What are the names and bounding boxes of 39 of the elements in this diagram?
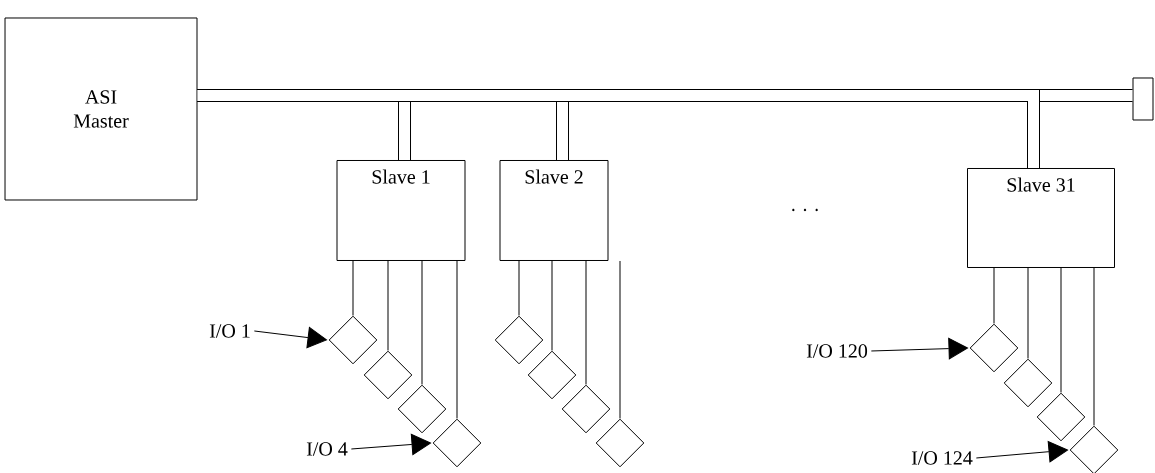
bus-stub [197, 89, 1040, 168]
io-diamond [969, 323, 1019, 373]
io-diamond [328, 315, 378, 365]
io-diamond [397, 384, 447, 434]
drop-line [518, 260, 520, 316]
drop-line [1093, 267, 1095, 426]
master-box: ASI Master [4, 17, 198, 201]
io-label: I/O 4 [306, 442, 348, 456]
drop-line [352, 260, 354, 316]
io-diamond [595, 418, 645, 468]
arrow [253, 326, 327, 349]
io-diamond [1003, 358, 1053, 408]
io-diamond [527, 350, 577, 400]
bus-terminator [1132, 77, 1154, 121]
drop-line [1027, 267, 1029, 359]
io-diamond [1069, 425, 1119, 473]
io-diamond [432, 418, 482, 468]
io-label: I/O 1 [209, 324, 250, 338]
io-diamond [561, 384, 611, 434]
ellipsis: . . . [792, 208, 818, 212]
drop-line [387, 260, 389, 351]
io-label: I/O 124 [911, 451, 973, 465]
drop-line [551, 260, 553, 351]
arrow [870, 337, 968, 360]
drop-line [585, 260, 587, 385]
io-diamond [363, 350, 413, 400]
drop-line [1060, 267, 1062, 393]
drop-line [993, 267, 995, 324]
arrow [975, 440, 1068, 463]
io-diamond [494, 315, 544, 365]
io-diamond [1036, 392, 1086, 442]
slave-box: Slave 31 [967, 168, 1115, 268]
slave-box: Slave 1 [336, 160, 466, 261]
drop-line [421, 260, 423, 385]
drop-line [456, 260, 458, 419]
io-label: I/O 120 [806, 344, 868, 358]
arrow [350, 433, 431, 456]
drop-line [619, 260, 621, 419]
slave-box: Slave 2 [499, 160, 609, 261]
